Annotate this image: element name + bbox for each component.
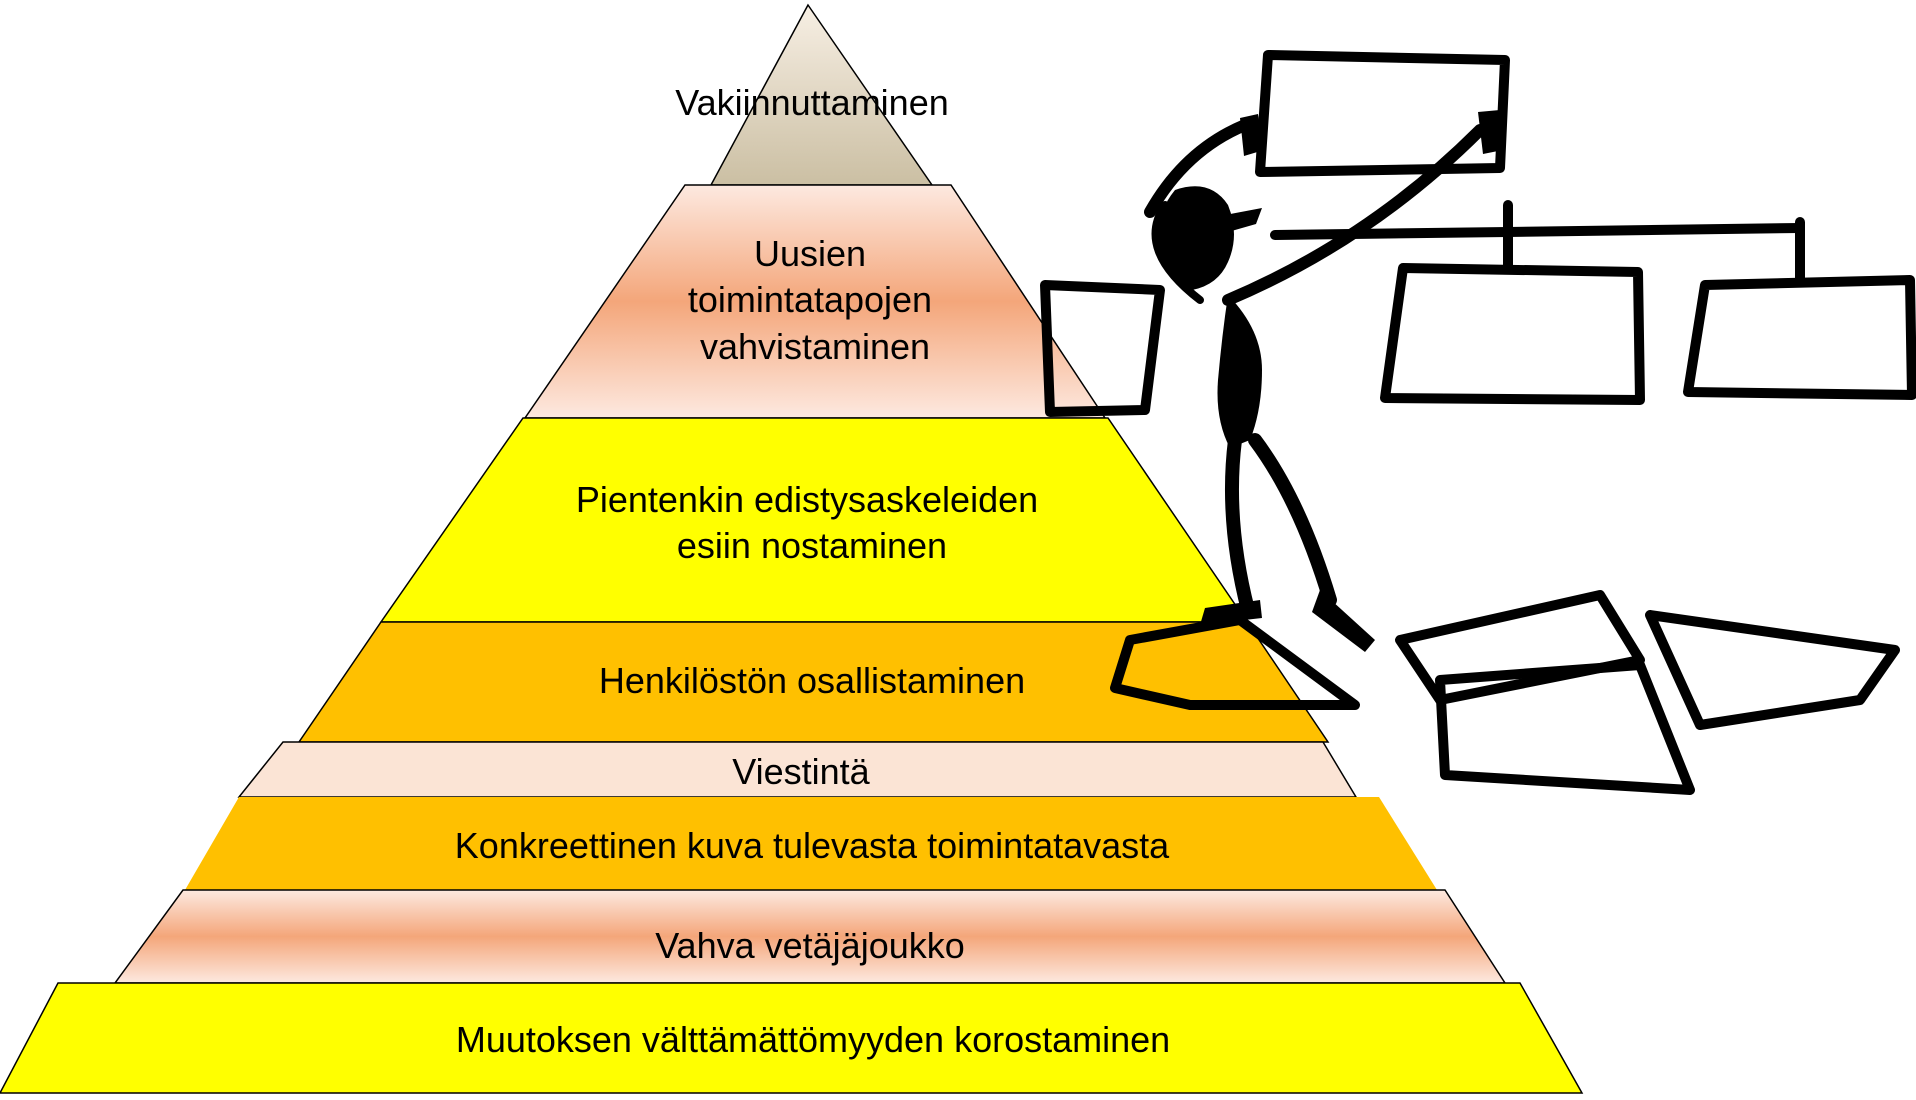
level-viestinta-line-1: Viestintä [732,751,870,792]
back-arm-icon [1151,201,1204,304]
level-konkreettinen-kuva-shape [185,797,1437,890]
level-muutoksen-valttamattomyyden: Muutoksen välttämättömyyden korostaminen [0,982,1584,1094]
left-hand-icon [1240,114,1264,156]
org-box-right-icon [1683,275,1916,400]
paper-ground-back-icon [1435,660,1695,795]
level-pientenkin-edistysaskeleiden: Pientenkin edistysaskeleiden esiin nosta… [379,417,1249,623]
org-box-middle-icon [1380,263,1645,405]
stick-figure-organizing-chart-icon [1040,50,1916,795]
right-arm-icon [1222,124,1486,306]
paper-ground-left-icon [1110,615,1360,710]
level-vahva-vetajajoukko: Vahva vetäjäjoukko [113,889,1507,984]
level-konkreettinen-kuva-text: Konkreettinen kuva tulevasta toimintatav… [455,825,1170,866]
level-muutoksen-valttamattomyyden-line-1: Muutoksen välttämättömyyden korostaminen [456,1019,1170,1060]
level-vakiinnuttaminen-text: Vakiinnuttaminen [675,82,949,123]
level-viestinta-text: Viestintä [732,751,870,792]
level-uusien-toimintatapojen-line-3: vahvistaminen [700,326,930,367]
level-vahva-vetajajoukko-line-1: Vahva vetäjäjoukko [655,925,965,966]
level-henkiloston-osallistaminen-text: Henkilöstön osallistaminen [599,660,1025,701]
level-henkiloston-osallistaminen-line-1: Henkilöstön osallistaminen [599,660,1025,701]
level-vakiinnuttaminen: Vakiinnuttaminen [675,3,949,186]
level-henkiloston-osallistaminen: Henkilöstön osallistaminen [297,621,1330,743]
level-muutoksen-valttamattomyyden-text: Muutoksen välttämättömyyden korostaminen [456,1019,1170,1060]
right-leg-icon [1248,433,1337,607]
org-box-left-icon [1040,280,1165,417]
left-leg-icon [1224,433,1255,617]
right-foot-icon [1312,590,1375,652]
level-viestinta: Viestintä [237,741,1358,798]
paper-ground-right-icon [1645,610,1900,730]
level-vakiinnuttaminen-line-1: Vakiinnuttaminen [675,82,949,123]
level-vahva-vetajajoukko-text: Vahva vetäjäjoukko [655,925,965,966]
level-konkreettinen-kuva: Konkreettinen kuva tulevasta toimintatav… [185,797,1437,890]
level-muutoksen-valttamattomyyden-shape [0,982,1584,1094]
level-pientenkin-edistysaskeleiden-text: Pientenkin edistysaskeleiden esiin nosta… [576,479,1048,566]
nose-icon [1225,208,1262,232]
level-pientenkin-edistysaskeleiden-line-2: esiin nostaminen [677,525,947,566]
level-pientenkin-edistysaskeleiden-shape [379,417,1249,623]
level-uusien-toimintatapojen-line-2: toimintatapojen [688,279,932,320]
torso-icon [1217,295,1262,448]
level-uusien-toimintatapojen: Uusien toimintatapojen vahvistaminen [523,184,1107,419]
level-pientenkin-edistysaskeleiden-line-1: Pientenkin edistysaskeleiden [576,479,1038,520]
level-uusien-toimintatapojen-text: Uusien toimintatapojen vahvistaminen [688,233,942,367]
left-arm-icon [1144,119,1251,218]
right-hand-icon [1478,110,1503,154]
org-chart-top-line-icon [1270,223,1805,240]
pyramid: Vakiinnuttaminen Uusien toimintatapojen … [0,3,1584,1094]
level-henkiloston-osallistaminen-shape [297,621,1330,743]
level-uusien-toimintatapojen-line-1: Uusien [754,233,866,274]
level-konkreettinen-kuva-line-1: Konkreettinen kuva tulevasta toimintatav… [455,825,1170,866]
held-box-icon [1255,50,1510,177]
head-icon [1157,186,1234,290]
